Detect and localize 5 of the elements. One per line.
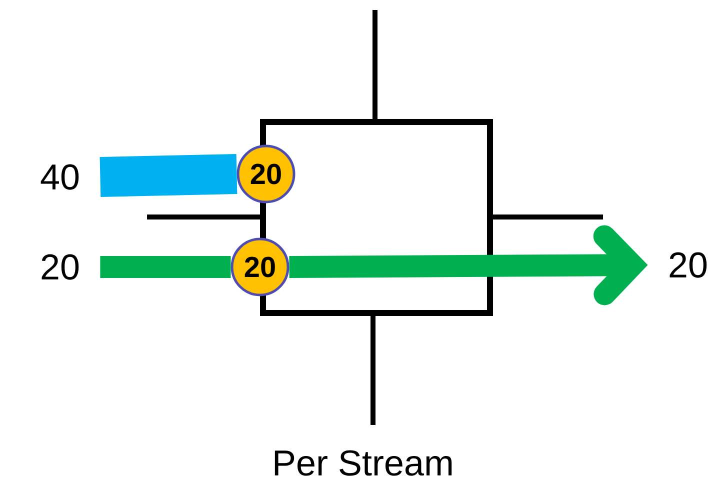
flow-value: 40: [40, 164, 79, 190]
flow-value: 20: [42, 254, 79, 280]
flow-value: 20: [670, 252, 707, 278]
stream-arrow: [289, 225, 648, 306]
caption: Per Stream: [274, 450, 452, 476]
